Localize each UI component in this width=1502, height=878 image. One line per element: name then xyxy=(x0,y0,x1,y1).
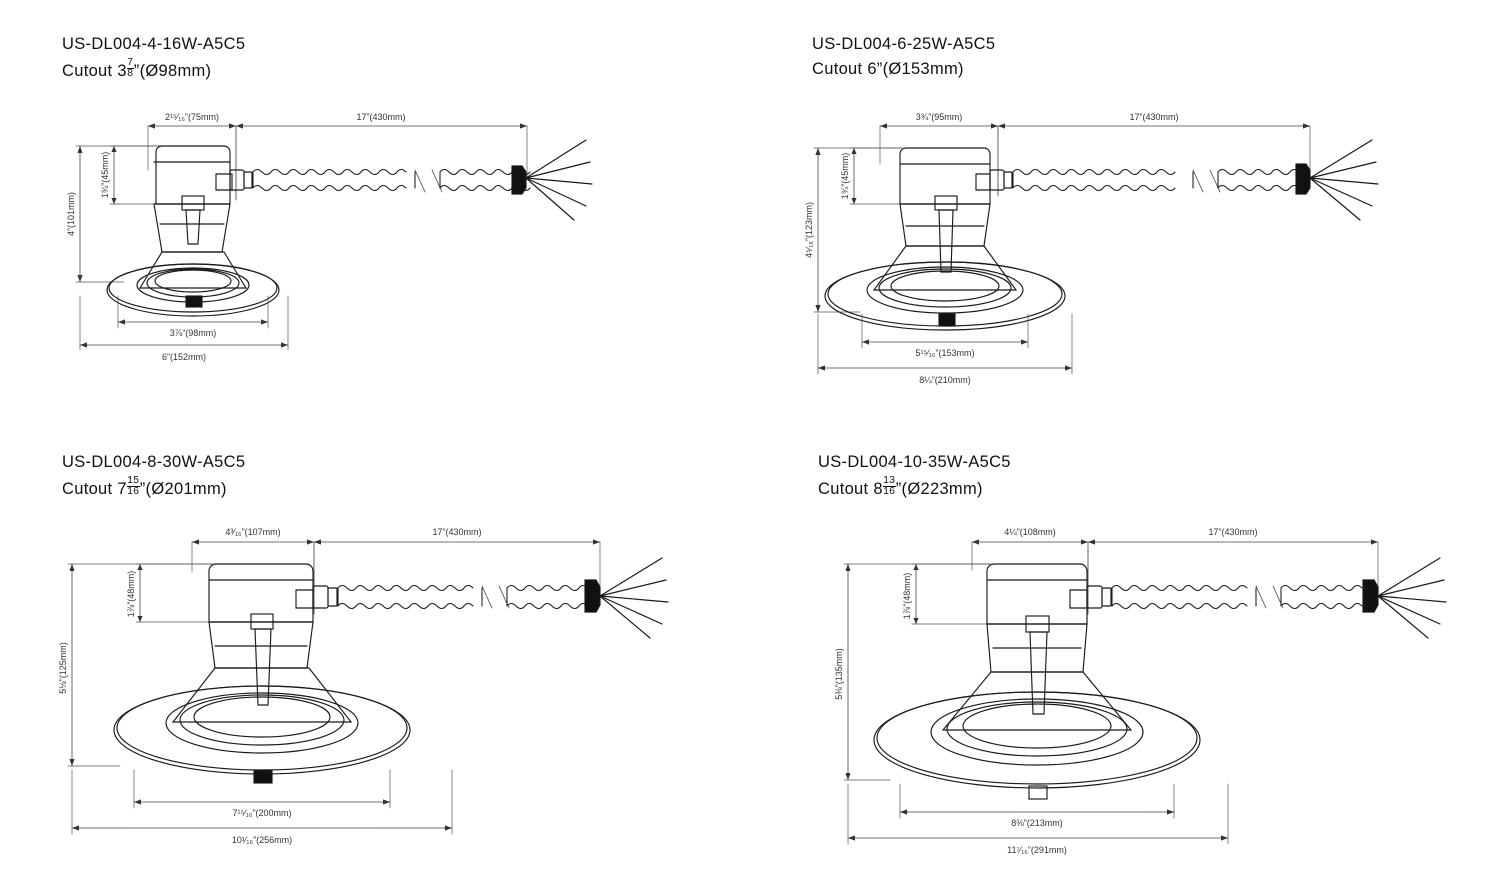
panel-4-drawing: 4¼”(108mm) 17”(430mm) 5⅜”(135mm) 1⅞”(48m… xyxy=(800,518,1500,868)
panel-3-dim-cutout-dia: 7¹⁵⁄₁₆”(200mm) xyxy=(233,808,292,818)
panel-1-dim-cutout-dia: 3⅞”(98mm) xyxy=(170,328,217,338)
panel-2-dim-trim-dia: 8¼”(210mm) xyxy=(919,375,971,385)
panel-2-dim-lead-length: 17”(430mm) xyxy=(1129,112,1178,122)
panel-4-svg: 4¼”(108mm) 17”(430mm) 5⅜”(135mm) 1⅞”(48m… xyxy=(834,527,1447,855)
panel-3-dim-lead-length: 17”(430mm) xyxy=(432,527,481,537)
panel-3-dim-total-height: 5⅛”(125mm) xyxy=(58,642,68,694)
panel-3-drawing: 4³⁄₁₆”(107mm) 17”(430mm) 5⅛”(125mm) 1⅞”(… xyxy=(40,518,740,858)
panel-3-dim-housing-depth: 4³⁄₁₆”(107mm) xyxy=(225,527,280,537)
panel-1-dim-trim-dia: 6”(152mm) xyxy=(162,352,206,362)
panel-4-dim-housing-depth: 4¼”(108mm) xyxy=(1004,527,1056,537)
panel-2-cutout: Cutout 6”(Ø153mm) xyxy=(812,60,964,78)
panel-4-dim-cutout-dia: 8⅜”(213mm) xyxy=(1011,818,1063,828)
panel-1-svg: 2¹⁵⁄₁₆”(75mm) 17”(430mm) 4”(101mm) 1¾”(4… xyxy=(66,112,593,362)
panel-2: US-DL004-6-25W-A5C5 Cutout 6”(Ø153mm) xyxy=(812,34,995,80)
panel-1-model: US-DL004-4-16W-A5C5 xyxy=(62,35,246,53)
panel-1-drawing: 2¹⁵⁄₁₆”(75mm) 17”(430mm) 4”(101mm) 1¾”(4… xyxy=(40,100,680,380)
panel-2-drawing: 3¾”(95mm) 17”(430mm) 4⁵⁄₁₆”(123mm) 1¾”(4… xyxy=(790,100,1490,390)
panel-3-dim-can-height: 1⅞”(48mm) xyxy=(126,571,136,618)
panel-4-dim-trim-dia: 11⁷⁄₁₆”(291mm) xyxy=(1007,845,1067,855)
panel-4-dim-total-height: 5⅜”(135mm) xyxy=(834,648,844,700)
panel-2-dim-total-height: 4⁵⁄₁₆”(123mm) xyxy=(804,202,814,258)
panel-2-dim-housing-depth: 3¾”(95mm) xyxy=(916,112,963,122)
panel-3-model: US-DL004-8-30W-A5C5 xyxy=(62,453,246,471)
panel-4-dim-can-height: 1⅞”(48mm) xyxy=(902,573,912,620)
panel-1-dim-can-height: 1¾”(45mm) xyxy=(100,152,110,199)
panel-2-model: US-DL004-6-25W-A5C5 xyxy=(812,35,996,53)
panel-2-svg: 3¾”(95mm) 17”(430mm) 4⁵⁄₁₆”(123mm) 1¾”(4… xyxy=(804,112,1379,385)
panel-4-model: US-DL004-10-35W-A5C5 xyxy=(818,453,1011,471)
panel-2-title: US-DL004-6-25W-A5C5 Cutout 6”(Ø153mm) xyxy=(812,34,995,80)
panel-1-dim-lead-length: 17”(430mm) xyxy=(356,112,405,122)
panel-3-svg: 4³⁄₁₆”(107mm) 17”(430mm) 5⅛”(125mm) 1⅞”(… xyxy=(58,527,669,845)
panel-4-dim-lead-length: 17”(430mm) xyxy=(1208,527,1257,537)
panel-1-dim-total-height: 4”(101mm) xyxy=(66,192,76,236)
panel-2-dim-can-height: 1¾”(45mm) xyxy=(840,153,850,200)
panel-1-dim-housing-depth: 2¹⁵⁄₁₆”(75mm) xyxy=(165,112,219,122)
panel-2-dim-cutout-dia: 5¹⁵⁄₁₆”(153mm) xyxy=(916,348,975,358)
panel-3-dim-trim-dia: 10¹⁄₁₆”(256mm) xyxy=(232,835,292,845)
